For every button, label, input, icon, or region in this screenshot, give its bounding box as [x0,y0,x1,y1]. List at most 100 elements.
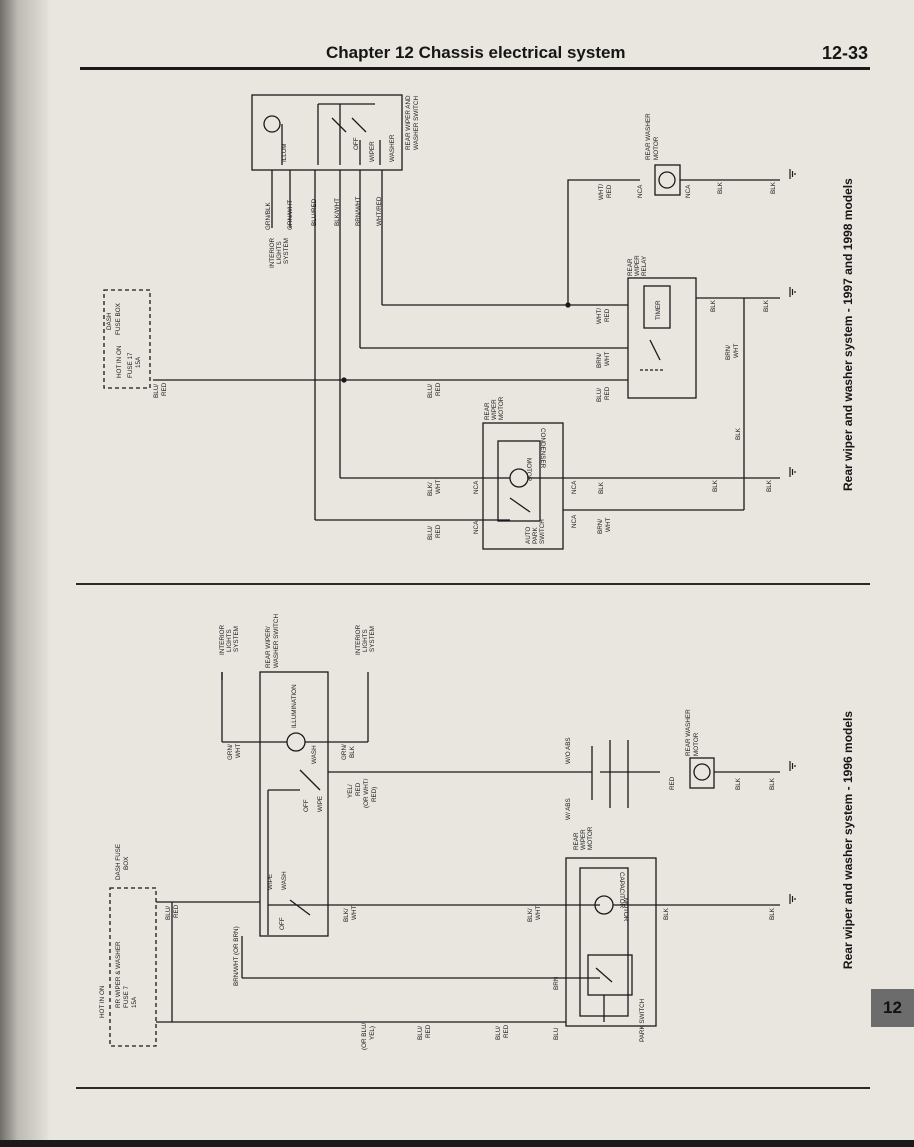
top-motor-label: MOTOR [525,458,532,482]
relay-wire-brn-1: BRN/ [725,345,732,360]
top-relay-title-2: WIPER [634,255,641,276]
top-hot-in-on: HOT IN ON [116,345,123,378]
relay-timer-label: TIMER [655,300,662,320]
relay-timer [643,285,671,329]
rear-wiper-motor-box [482,422,564,550]
wire-blk-wht: BLK/WHT [334,198,341,226]
park-switch-box [587,954,633,996]
bottom-wash-1: WASH [311,745,318,764]
top-nca-6: NCA [685,184,692,198]
top-motor-wire-1a: BLK/ [427,482,434,496]
wire-blu-red-mid-2: RED [425,1024,432,1038]
wire-or-wht-red-2: RED) [371,787,378,802]
top-motor-wire-blk: BLK [598,481,605,494]
bottom-interior-lights-1b: LIGHTS [226,629,233,652]
wo-abs-label: W/O ABS [565,737,572,764]
header-rule [80,67,870,70]
top-interior-lights-3: SYSTEM [283,238,290,264]
switch-off: OFF [353,137,360,150]
switch-washer: WASHER [389,134,396,162]
bottom-interior-lights-2b: LIGHTS [362,629,369,652]
wire-grn-wht: GRN/WHT [287,200,294,230]
chapter-heading: Chapter 12 Chassis electrical system [326,43,626,62]
bottom-hot-in-on: HOT IN ON [99,985,106,1018]
bottom-motor-wire-blk-1: BLK/ [527,908,534,922]
top-auto-park-2: PARK [532,527,539,544]
bottom-switch-box [259,671,329,937]
top-nca-5: NCA [637,184,644,198]
top-feed-wire-blu: BLU/ [153,384,160,398]
park-switch-label: PARK SWITCH [639,998,646,1042]
top-relay-title-1: REAR [627,258,634,276]
bottom-fuse-15a: 15A [131,996,138,1008]
wire-grn-wht-1: GRN/ [227,744,234,760]
bottom-washer-motor-icon [693,763,711,781]
bottom-switch-title-2: WASHER SWITCH [273,614,280,668]
w-abs-label: W/ ABS [565,798,572,820]
bottom-red-label: RED [669,776,676,790]
wire-blk-wht-2: WHT [351,906,358,920]
bottom-motor-wire-brn: BRN [553,976,560,990]
bottom-wipe-1: WIPE [317,796,324,812]
bottom-motor-title-1: REAR [573,832,580,850]
wire-grn-blk-1: GRN/ [341,744,348,760]
wire-blu-red: BLU/RED [311,198,318,226]
bottom-dash-fuse-box [109,887,157,1047]
diagram-1996 [109,671,796,1047]
top-blu-red-mid-1: BLU/ [427,384,434,398]
wire-blu-red-fuse-1: BLU/ [165,906,172,920]
top-relay-title-3: RELAY [641,255,648,276]
washer-wire-wht: WHT/ [598,184,605,200]
relay-wire-2b: WHT [604,352,611,366]
bottom-motor-title-3: MOTOR [587,826,594,850]
chapter-tab: 12 [871,989,914,1027]
top-blu-red-mid-2: RED [435,382,442,396]
top-auto-park-1: AUTO [525,527,532,544]
top-condenser: CONDENSER [539,428,546,469]
top-dash-label: DASH [106,312,113,330]
wire-brn-wht-or-brn: BRN/WHT (OR BRN) [233,926,240,986]
top-motor-title-1: REAR [484,402,491,420]
bottom-motor-label: MOTOR [622,898,629,922]
top-motor-wire-brn-1: BRN/ [597,519,604,534]
bottom-motor-wire-blk-2: WHT [535,906,542,920]
top-washer-title-2: MOTOR [653,136,660,160]
wire-brn-wht: BRN/WHT [355,196,362,226]
relay-wire-3b: RED [604,386,611,400]
wire-blu-red-motor-2: RED [503,1024,510,1038]
wire-or-wht-red-1: (OR WHT/ [363,778,370,808]
bottom-interior-lights-2c: SYSTEM [369,626,376,652]
top-blk-6: BLK [717,181,724,194]
rear-wiper-switch-box [251,94,403,171]
wire-grn-blk: GRN/BLK [265,202,272,230]
top-motor-wire-brn-2: WHT [605,518,612,532]
top-motor-title-2: WIPER [491,399,498,420]
top-blk-2: BLK [763,299,770,312]
top-motor-wire-1b: WHT [435,480,442,494]
top-washer-title-1: REAR WASHER [645,113,652,160]
bottom-fuse-7: FUSE 7 [123,985,130,1008]
bottom-wipe-2: WIPE [267,874,274,890]
rear-wiper-relay-box [627,277,697,399]
top-motor-wire-2a: BLU/ [427,526,434,540]
top-blk-5: BLK [766,479,773,492]
top-interior-lights-2: LIGHTS [276,241,283,264]
top-nca-3: NCA [571,480,578,494]
wire-or-blu-yel-2: YEL) [369,1026,376,1040]
top-blk-4: BLK [712,479,719,492]
relay-wire-3a: BLU/ [596,388,603,402]
top-interior-lights-1: INTERIOR [269,237,276,268]
diagram-1997-1998-labels: HOT IN ON FUSE 17 15A DASH FUSE BOX BLU/… [106,95,777,544]
top-switch-title-1: REAR WIPER AND [405,95,412,150]
section-divider [76,583,870,585]
page-number: 12-33 [822,43,869,63]
bottom-blk-2: BLK [769,777,776,790]
top-switch-title-2: WASHER SWITCH [413,96,420,150]
top-motor-wire-2b: RED [435,524,442,538]
wire-grn-wht-2: WHT [235,744,242,758]
relay-wire-1a: WHT/ [596,308,603,324]
relay-wire-brn-2: WHT [733,344,740,358]
top-motor-title-3: MOTOR [498,396,505,420]
bottom-interior-lights-1a: INTERIOR [219,624,226,655]
